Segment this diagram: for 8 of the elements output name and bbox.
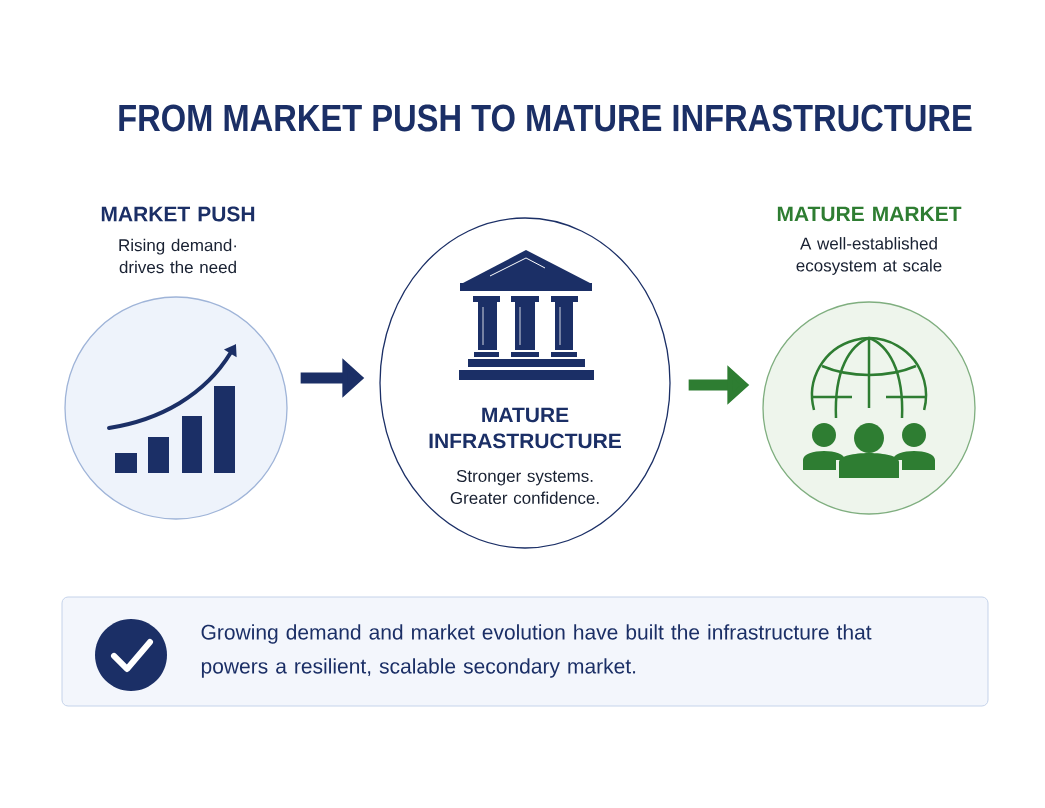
title: FROM MARKET PUSH TO MATURE INFRASTRUCTURE [119,104,972,132]
description: A well-established ecosystem at scale [796,237,942,275]
description: Rising demand· drives the need [119,238,236,274]
heading: MATURE MARKET [777,206,962,222]
heading: MARKET PUSH [101,206,255,222]
description: Stronger systems. Greater confidence. [450,470,599,504]
summary-box: Growing demand and market evolution have built the infrastructure that powers a resilient, scalable secondary market. [61,596,989,707]
heading: MATURE INFRASTRUCTURE [429,407,621,449]
